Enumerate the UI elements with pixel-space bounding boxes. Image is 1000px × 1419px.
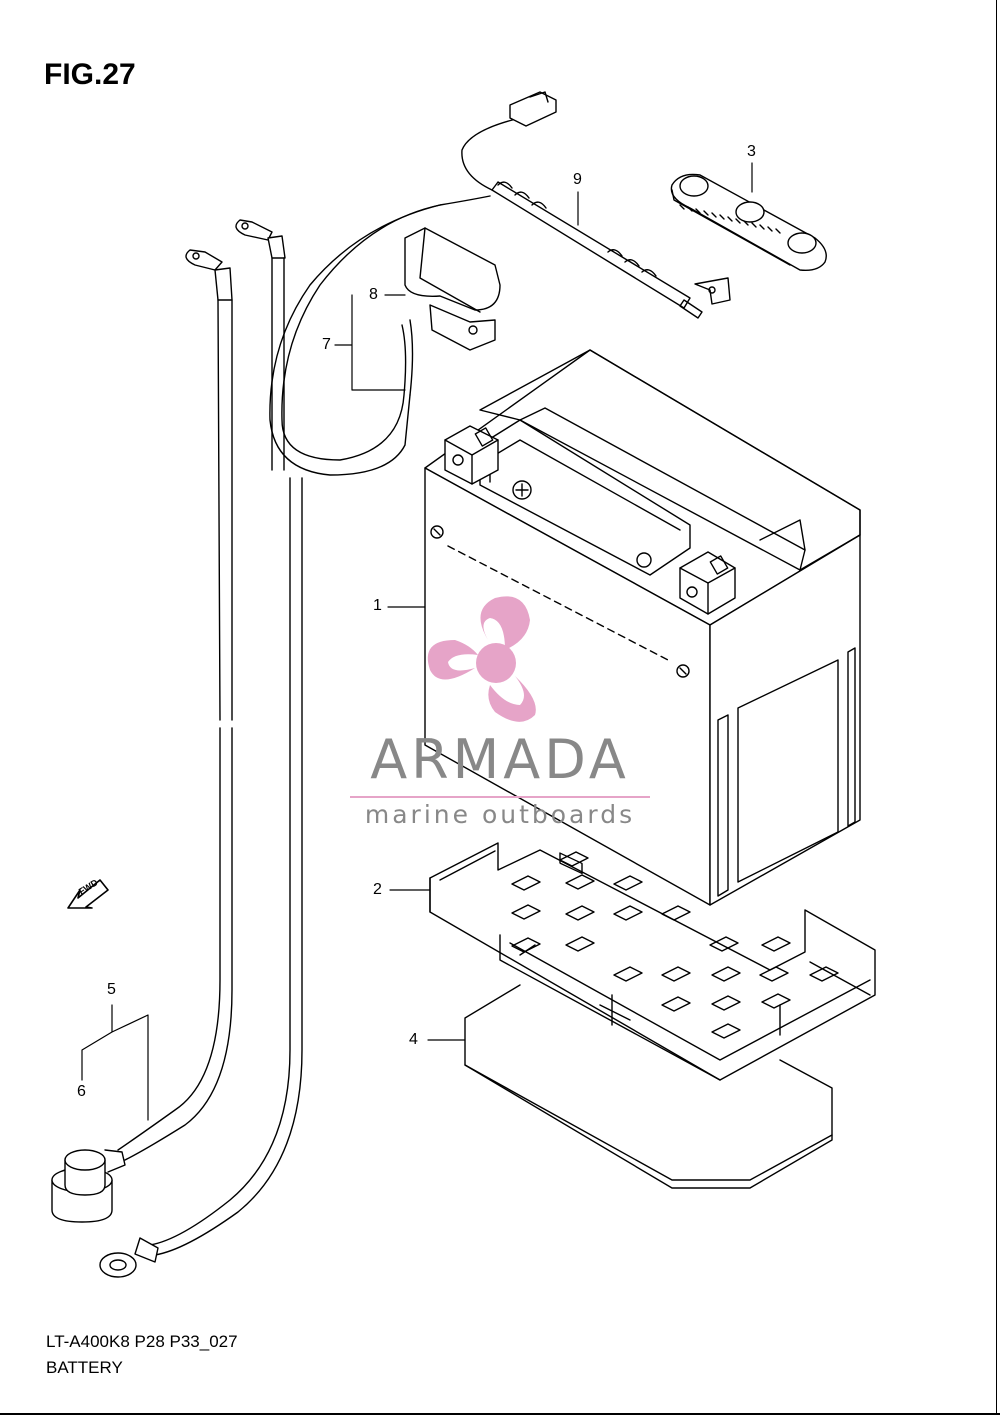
bottom-border <box>0 1413 1000 1415</box>
callout-4: 4 <box>409 1031 418 1048</box>
negative-terminal-icon <box>679 551 736 615</box>
positive-lead-cable <box>99 219 303 1278</box>
cable-part-7 <box>409 319 414 396</box>
right-border <box>996 0 997 1413</box>
battery-tray-part-2 <box>429 842 876 1081</box>
battery-cushion-part-3 <box>670 173 827 272</box>
battery-pad-part-4 <box>464 984 833 1189</box>
terminal-cap-part-6 <box>51 1149 126 1223</box>
forward-arrow-icon <box>67 879 109 909</box>
model-code: LT-A400K8 P28 P33_027 <box>46 1332 238 1351</box>
watermark-tagline: marine outboards <box>364 800 636 829</box>
watermark-propeller-icon <box>427 596 536 722</box>
figure-title: FIG.27 <box>44 58 136 91</box>
callout-3: 3 <box>747 143 756 160</box>
callout-9: 9 <box>573 171 582 188</box>
watermark-divider <box>350 796 650 798</box>
watermark-brand: ARMADA <box>370 728 630 791</box>
section-name: BATTERY <box>46 1358 123 1377</box>
callout-5: 5 <box>107 981 116 998</box>
tray-slots <box>511 851 839 1039</box>
callout-2: 2 <box>373 881 382 898</box>
terminal-cap-part-8 <box>404 227 501 351</box>
callout-6: 6 <box>77 1083 86 1100</box>
callout-leaders <box>81 162 753 1121</box>
callout-1: 1 <box>373 597 382 614</box>
negative-lead-cable <box>117 249 233 1161</box>
positive-terminal-icon <box>444 425 499 485</box>
battery-part-1 <box>424 349 861 906</box>
callout-8: 8 <box>369 286 378 303</box>
callout-7: 7 <box>322 336 331 353</box>
